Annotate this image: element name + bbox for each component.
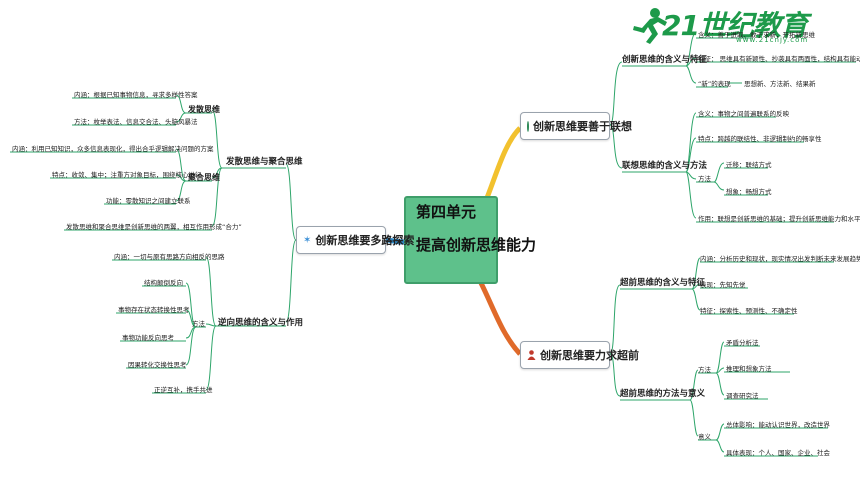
- leaf-forward-feature: 特征：探索性、预测性、不确定性: [700, 307, 798, 315]
- leaf-meaning-overall: 总体影响：能动认识世界，改造世界: [726, 421, 830, 429]
- leaf-method-contradiction: 矛盾分析法: [726, 339, 759, 347]
- subtopic-innovation-meaning[interactable]: 创新思维的含义与特征: [622, 55, 708, 65]
- central-line-2: 提高创新思维能力: [416, 236, 537, 254]
- leaf-associative-role: 作用：联想是创新思维的基础；提升创新思维能力和水平: [698, 215, 860, 223]
- leaf-convergent-feature: 特点：收敛、集中；注重方对象目标，围绕核心进行: [52, 171, 202, 179]
- leaf-divergent-connotation: 内涵：根据已知事物信息，寻求多样性答案: [74, 91, 198, 99]
- left-connectors: [10, 94, 297, 394]
- logo-text: 21世纪教育: [662, 9, 808, 42]
- leaf-convergent-connotation: 内涵：利用已知知识，众多信息表现化，得出合乎逻辑解决问题的方案: [12, 145, 214, 153]
- leaf-associative-meaning: 含义：事物之间普遍联系的反映: [698, 110, 789, 118]
- leaf-reverse-method-1: 结构颠倒反向: [144, 279, 183, 287]
- central-line-1: 第四单元: [416, 203, 477, 221]
- leaf-innovation-feature: 特征： 思维具有新颖性、抄袭具有两面性，结构具有能动性: [698, 55, 860, 63]
- branch-line-left: [385, 237, 405, 245]
- runner-icon: [633, 8, 667, 44]
- leaf-method-transfer: 迁移：联结方式: [726, 161, 772, 169]
- leaf-associative-method-label: 方法: [698, 175, 711, 183]
- leaf-reverse-role: 正逆互补，携手共进: [154, 386, 213, 394]
- leaf-forward-method-label: 方法: [698, 366, 711, 374]
- leaf-method-imagination: 想象：畅想方式: [726, 188, 772, 196]
- logo-url: www.21cnjy.com: [736, 36, 809, 44]
- leaf-method-reasoning: 推理和想象方法: [726, 365, 772, 373]
- leaf-divergent-method: 方法：枚举表法、信息交合法、头脑风暴法: [74, 118, 198, 126]
- subtopic-associative-meaning[interactable]: 联想思维的含义与方法: [622, 161, 708, 171]
- leaf-associative-feature: 特点：跨越的联结性、非逻辑制约的畅享性: [698, 135, 822, 143]
- leaf-innovation-meaning: 含义：善于进取、敢于求新，开拓新思维: [698, 31, 815, 39]
- leaf-reverse-method-label: 方法: [192, 320, 205, 328]
- leaf-reverse-connotation: 内涵：一切与原有思路方向相反的思路: [114, 253, 225, 261]
- topic-label: 创新思维要多路探索: [315, 234, 415, 247]
- leaf-method-investigation: 调查研究法: [726, 392, 759, 400]
- brand-logo: 21世纪教育 www.21cnjy.com: [628, 6, 848, 46]
- topic-label: 创新思维要力求超前: [540, 349, 639, 362]
- right-top-connectors: [609, 32, 856, 223]
- leaf-convergent-label: 聚合思维: [188, 173, 220, 182]
- leaf-divergent-relation: 发散思维和聚合思维是创新思维的两翼，相互作用形成“合力”: [66, 223, 242, 231]
- leaf-reverse-method-4: 因果转化交换性思考: [128, 361, 187, 369]
- subtopic-reverse-thinking[interactable]: 逆向思维的含义与作用: [218, 318, 304, 328]
- leaf-forward-connotation: 内涵：分析历史和现状，现实情况出发判断未来发展趋势: [700, 255, 860, 263]
- topic-multipath-thinking[interactable]: ✶ 创新思维要多路探索: [296, 226, 414, 254]
- person-icon: [527, 350, 536, 360]
- leaf-convergent-function: 功能：零散知识之间建立联系: [106, 197, 191, 205]
- topic-dot-icon: [527, 120, 529, 132]
- leaf-divergent-label: 发散思维: [188, 105, 220, 114]
- subtopic-divergent-convergent[interactable]: 发散思维与聚合思维: [226, 157, 303, 167]
- leaf-meaning-specific: 具体表现：个人、国家、企业、社会: [726, 449, 830, 457]
- star-icon: ✶: [303, 234, 312, 246]
- right-bottom-connectors: [609, 257, 834, 457]
- leaf-reverse-method-3: 事物功能反向思考: [122, 334, 174, 342]
- subtopic-forward-meaning[interactable]: 超前思维的含义与特征: [620, 278, 706, 288]
- central-topic[interactable]: 第四单元 提高创新思维能力: [404, 196, 537, 284]
- leaf-forward-meaning-label: 意义: [698, 433, 711, 441]
- leaf-reverse-method-2: 事物存在状态转换性思考: [118, 306, 190, 314]
- topic-label: 创新思维要善于联想: [533, 120, 632, 133]
- leaf-forward-performance: 表现：先知先觉: [700, 281, 746, 289]
- topic-associative-thinking[interactable]: 创新思维要善于联想: [520, 112, 632, 140]
- leaf-new-items: 思想新、方法新、结果新: [744, 80, 816, 88]
- subtopic-forward-method[interactable]: 超前思维的方法与意义: [620, 389, 706, 399]
- topic-forward-thinking[interactable]: 创新思维要力求超前: [520, 341, 639, 369]
- leaf-new-label: “新”的表现: [698, 80, 731, 88]
